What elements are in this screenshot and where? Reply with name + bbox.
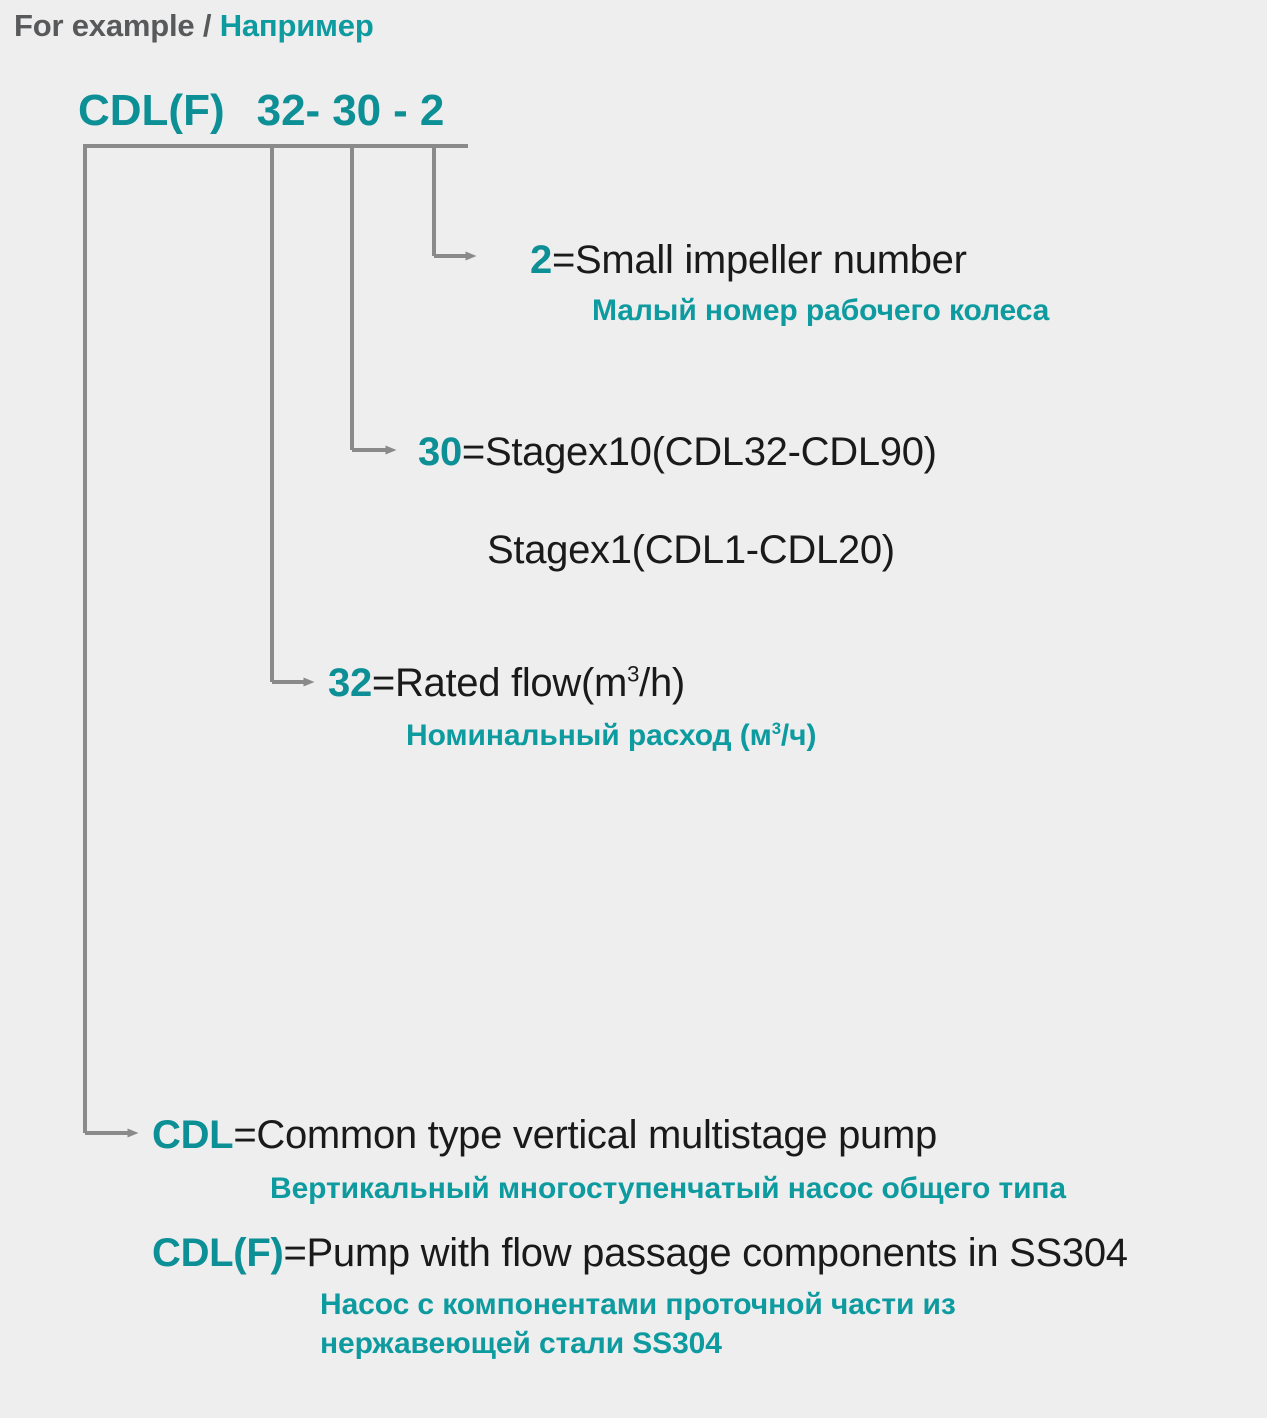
definition-cdlf-russian-line1: Насос с компонентами проточной части из (320, 1288, 956, 1321)
definition-impeller-russian: Малый номер рабочего колеса (592, 294, 1050, 327)
model-code-flow: 32- (256, 86, 321, 135)
definition-cdl-russian: Вертикальный многоступенчатый насос обще… (270, 1172, 1067, 1205)
page-title-separator: / (202, 8, 212, 43)
definition-stage-english-line2: Stagex1(CDL1-CDL20) (487, 528, 895, 572)
model-code-series: CDL(F) (78, 86, 225, 135)
connector-cdlf (83, 144, 460, 1138)
definition-cdl-text: =Common type vertical multistage pump (233, 1113, 937, 1157)
model-code-impeller: 2 (419, 86, 445, 135)
definition-flow-russian-post: /ч) (780, 719, 817, 752)
definition-flow-russian-superscript: 3 (771, 719, 781, 738)
model-code-stage: 30 (332, 86, 382, 135)
definition-flow-superscript: 3 (627, 661, 640, 687)
definition-impeller-key: 2 (530, 238, 552, 282)
definition-cdl-english: CDL=Common type vertical multistage pump (152, 1113, 937, 1158)
page-title: For example / Например (14, 8, 374, 44)
model-code: CDL(F) 32-30-2 (78, 86, 444, 136)
definition-cdlf-russian-line2: нержавеющей стали SS304 (320, 1327, 722, 1360)
definition-flow-key: 32 (328, 661, 372, 705)
definition-flow-text-post: /h) (639, 661, 685, 705)
definition-stage-key: 30 (418, 430, 462, 474)
definition-flow-text-pre: =Rated flow(m (371, 661, 627, 705)
page-title-russian: Например (219, 8, 374, 43)
connector-impeller (432, 144, 477, 261)
definition-stage-text: =Stagex10(CDL32-CDL90) (461, 430, 937, 474)
definition-flow-english: 32=Rated flow(m3/h) (328, 661, 685, 706)
connector-stage (350, 144, 410, 455)
definition-flow-russian: Номинальный расход (м3/ч) (406, 719, 816, 753)
definition-impeller-english: 2=Small impeller number (530, 238, 967, 283)
definition-cdlf-key: CDL(F) (152, 1231, 284, 1275)
definition-flow-russian-pre: Номинальный расход (м (406, 719, 772, 752)
definition-cdlf-text: =Pump with flow passage components in SS… (283, 1231, 1128, 1275)
page-title-english: For example (14, 8, 195, 43)
definition-cdl-key: CDL (152, 1113, 234, 1157)
definition-cdlf-english: CDL(F)=Pump with flow passage components… (152, 1231, 1128, 1276)
model-code-dash: - (393, 86, 408, 135)
connector-flow (270, 144, 330, 687)
definition-impeller-text: =Small impeller number (551, 238, 967, 282)
definition-stage-english: 30=Stagex10(CDL32-CDL90) (418, 430, 937, 475)
